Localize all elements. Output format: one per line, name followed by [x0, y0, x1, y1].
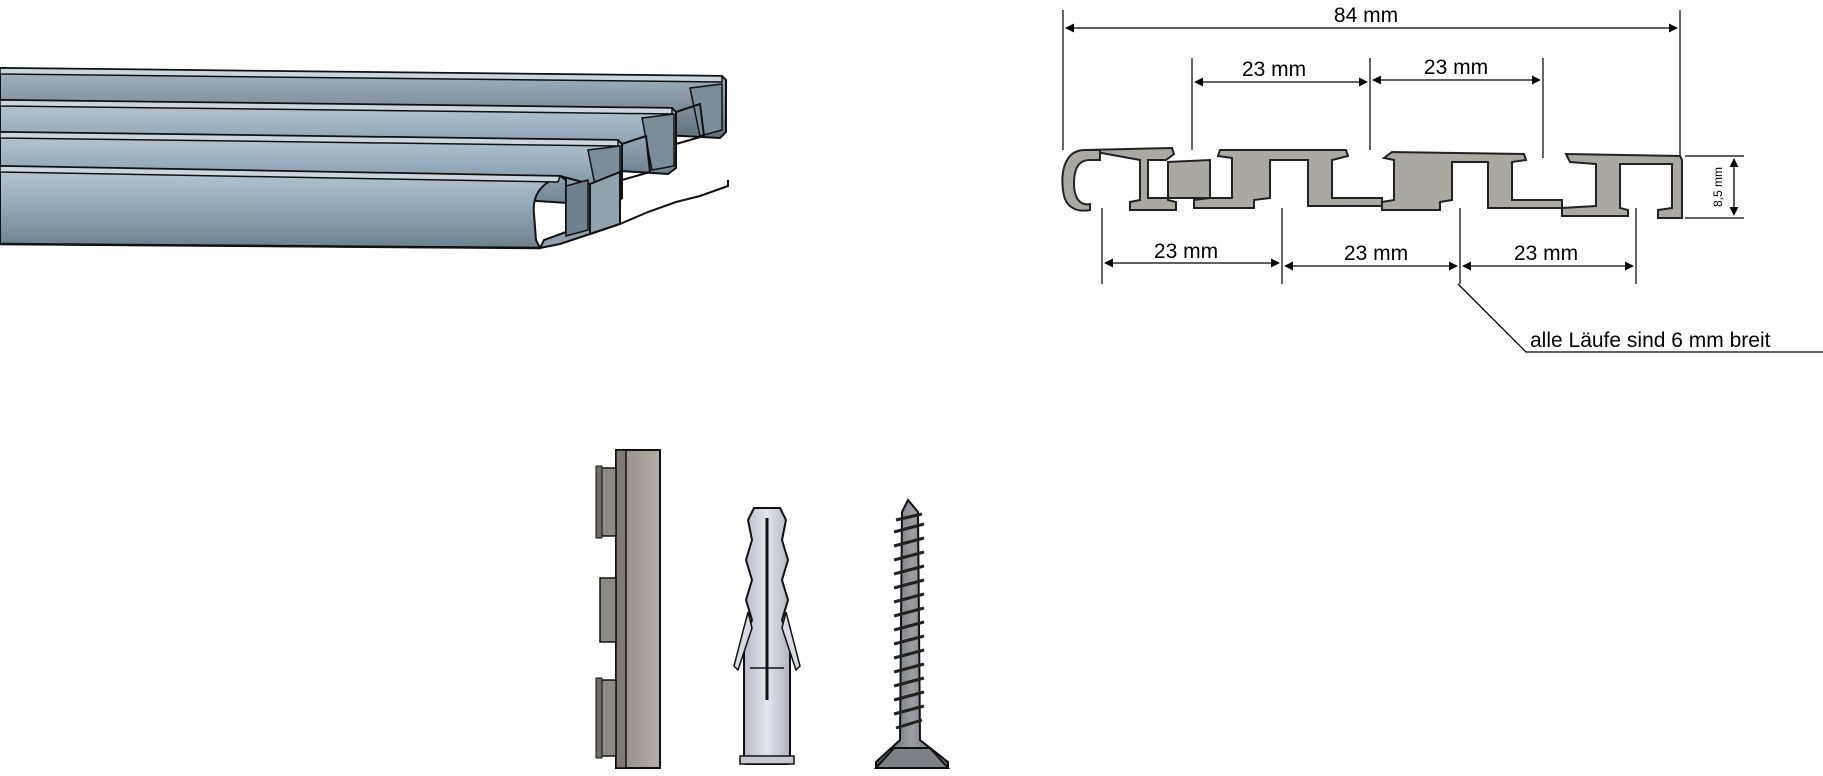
note-leader-line — [1457, 283, 1823, 353]
profile-segment-3 — [1381, 150, 1563, 211]
dim-label-top-2: 23 mm — [1424, 56, 1488, 79]
screw-icon — [873, 498, 951, 769]
dim-label-top-1: 23 mm — [1242, 58, 1306, 81]
dimension-lines — [1065, 23, 1823, 353]
dim-label-overall: 84 mm — [1334, 4, 1398, 27]
note-text: alle Läufe sind 6 mm breit — [1530, 329, 1771, 352]
profile-segment-4 — [1561, 152, 1683, 219]
mounting-clip-icon — [595, 449, 661, 769]
curtain-rail-4-track-icon — [0, 66, 729, 250]
extension-lines — [1062, 10, 1744, 284]
rail-track-1 — [0, 164, 729, 250]
profile-shape — [1084, 146, 1383, 211]
dim-label-bottom-2: 23 mm — [1344, 242, 1408, 265]
dim-label-height: 8,5 mm — [1711, 167, 1725, 207]
dim-label-bottom-3: 23 mm — [1514, 242, 1578, 265]
wall-plug-icon — [733, 507, 801, 765]
dim-label-bottom-1: 23 mm — [1154, 240, 1218, 263]
rail-cross-section-icon: 84 mm 23 mm 23 mm 23 mm 23 mm 23 mm 8,5 … — [1061, 4, 1823, 353]
profile-hook — [1061, 149, 1101, 212]
